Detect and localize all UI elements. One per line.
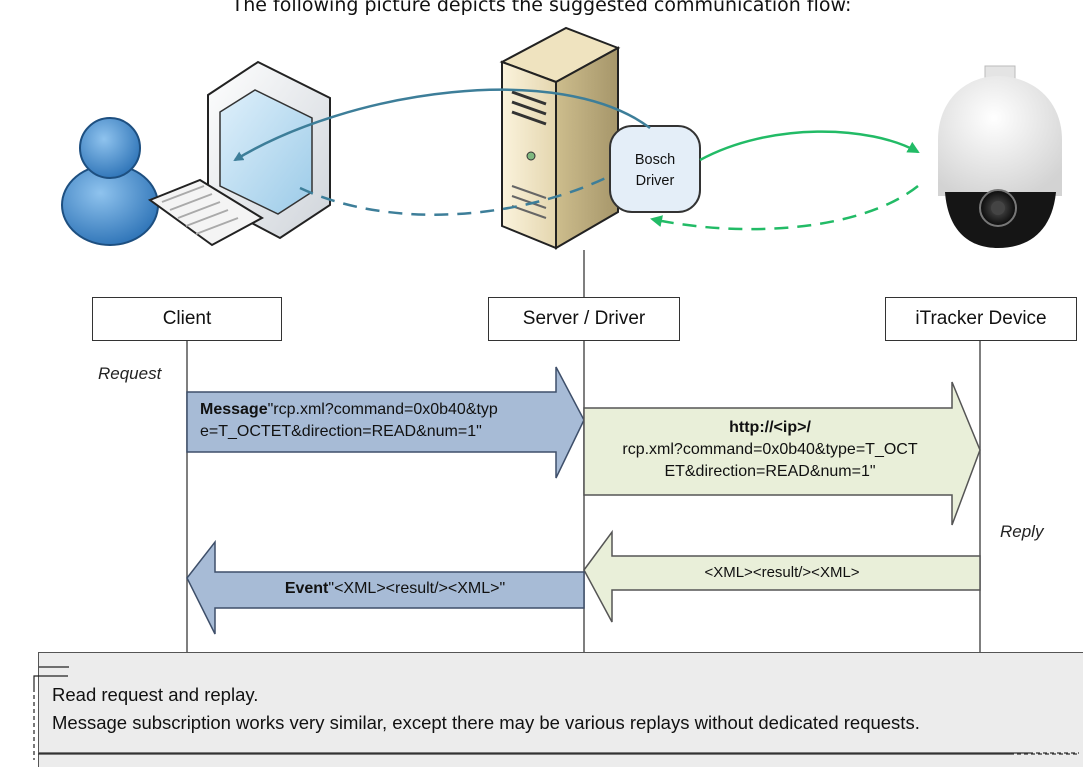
request-message-line1: Message"rcp.xml?command=0x0b40&typ: [200, 399, 560, 421]
event-message-body: "<XML><result/><XML>": [328, 580, 506, 597]
computer-icon: [147, 60, 331, 247]
note-line-1: Read request and replay.: [52, 684, 259, 705]
http-request-arrow: [583, 381, 981, 526]
event-message-arrow: [186, 539, 585, 635]
http-request-text-1: rcp.xml?command=0x0b40&type=T_OCT: [622, 441, 918, 458]
user-icon: [61, 117, 159, 246]
request-message-text-2: e=T_OCTET&direction=READ&num=1": [200, 423, 482, 440]
request-arrow-to-device: [699, 130, 920, 162]
server-tower-icon: [499, 26, 621, 250]
request-message-text: Message"rcp.xml?command=0x0b40&typ e=T_O…: [200, 399, 560, 443]
request-message-arrow: [186, 366, 585, 479]
caption: The following picture depicts the sugges…: [231, 0, 852, 16]
note-line-2: Message subscription works very similar,…: [52, 712, 920, 733]
xml-reply-arrow: [583, 529, 981, 623]
lane-client: Client: [92, 297, 282, 341]
dome-camera-icon: [938, 65, 1062, 248]
reply-dashed-arrow-to-driver: [650, 185, 919, 231]
bosch-driver-bubble: [609, 125, 701, 213]
note-box: [38, 652, 1083, 767]
bosch-driver-label-line2: Driver: [635, 173, 675, 189]
http-request-text: http://<ip>/ rcp.xml?command=0x0b40&type…: [594, 417, 946, 483]
http-request-text-2: ET&direction=READ&num=1": [664, 463, 876, 480]
lane-itracker-device: iTracker Device: [885, 297, 1077, 341]
bosch-driver-label-line1: Bosch: [634, 152, 676, 168]
http-url: http://<ip>/: [594, 417, 946, 439]
request-message-keyword: Message: [200, 401, 268, 418]
lane-server-driver: Server / Driver: [488, 297, 680, 341]
reply-label: Reply: [1000, 522, 1044, 541]
event-message-text: Event"<XML><result/><XML>": [215, 578, 575, 600]
event-message-keyword: Event: [284, 580, 329, 597]
xml-reply-text: <XML><result/><XML>: [704, 564, 860, 581]
display-arrow-to-client: [233, 88, 651, 162]
request-label: Request: [98, 364, 162, 383]
bosch-driver-label: Bosch Driver: [612, 150, 698, 192]
response-dashed-arrow-client: [299, 173, 613, 216]
note-frame: [39, 666, 1079, 754]
request-message-text-1: "rcp.xml?command=0x0b40&typ: [267, 401, 498, 418]
http-url-bold: http://<ip>/: [729, 419, 811, 436]
